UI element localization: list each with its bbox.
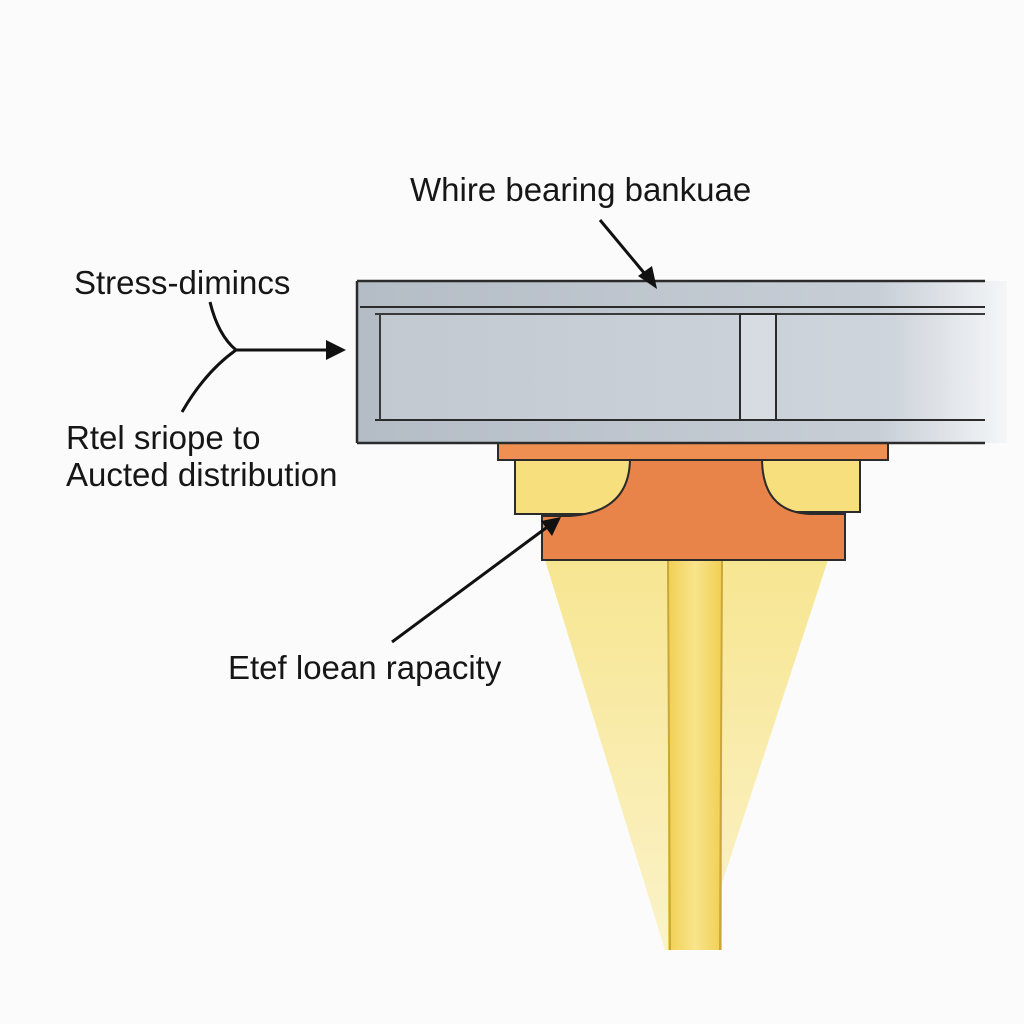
- distribution-label: Rtel sriope to Aucted distribution: [66, 419, 338, 494]
- capacity-arrow: [391, 523, 551, 644]
- distribution-label-line-2: Aucted distribution: [66, 455, 338, 493]
- support-post-edge: [719, 559, 723, 951]
- beam-web-panel: [380, 315, 985, 419]
- capacity-label: Etef loean rapacity: [228, 649, 502, 686]
- bearing-top-plate: [497, 442, 889, 461]
- support-post: [668, 560, 722, 950]
- beam-label-arrowhead: [638, 266, 657, 289]
- beam-stiffener: [739, 313, 777, 421]
- capacity-arrowhead: [541, 517, 561, 536]
- stress-arrowhead: [326, 340, 346, 360]
- support-post-edge: [667, 559, 671, 951]
- distribution-label-line-1: Rtel sriope to: [66, 419, 261, 456]
- beam-label: Whire bearing bankuae: [410, 171, 752, 208]
- stress-bracket: [180, 301, 239, 413]
- stress-label: Stress-dimincs: [74, 264, 291, 301]
- bearing-body: [541, 457, 846, 561]
- beam-label-arrow: [598, 219, 652, 281]
